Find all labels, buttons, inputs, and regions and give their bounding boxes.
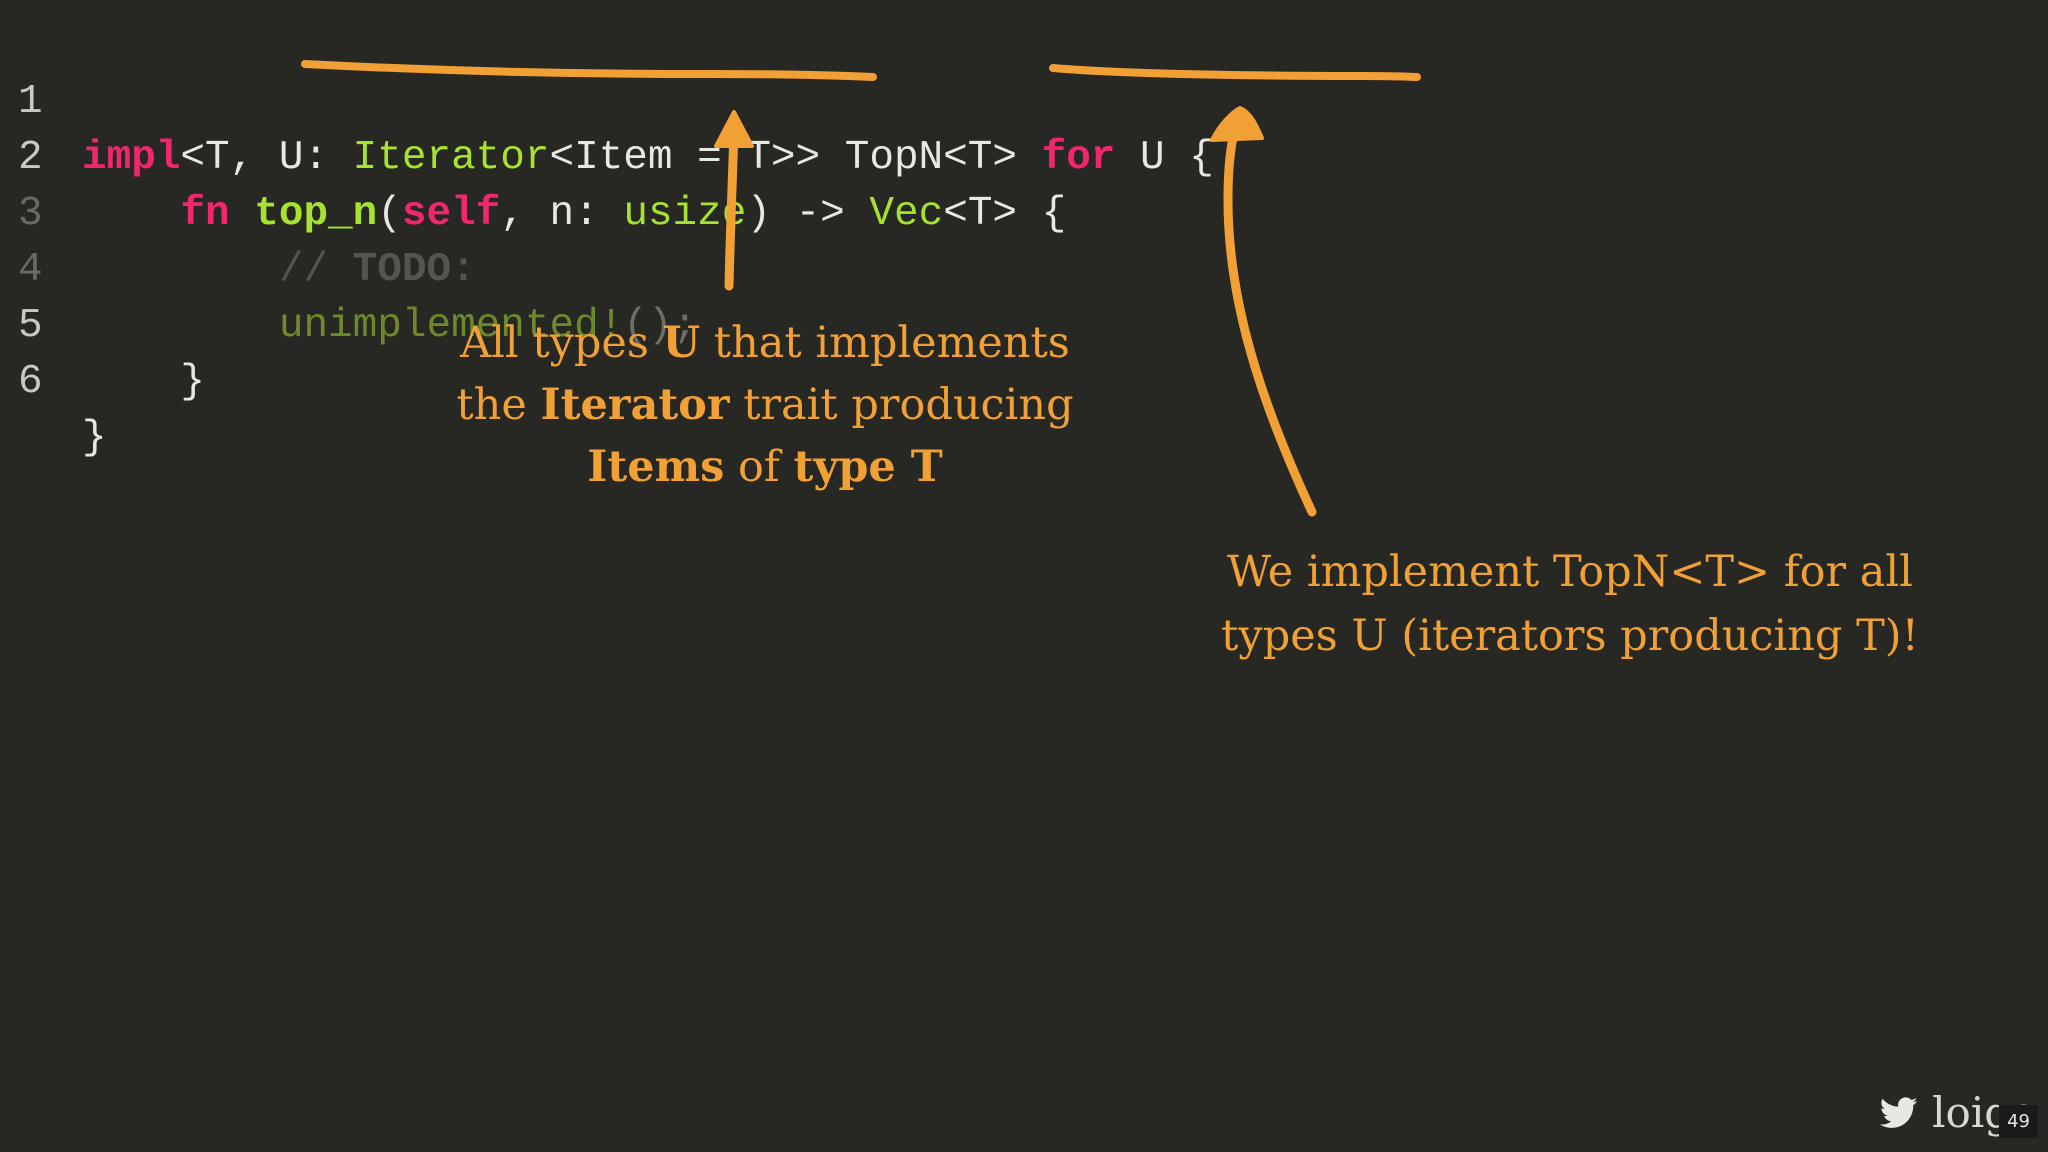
comment-todo: TODO: [352,247,476,293]
line-number: 1 [18,79,43,125]
note-line: Items of type T [440,436,1090,498]
code-content: // TODO: [82,242,476,298]
impl-target: U { [1115,135,1214,181]
function-name: top_n [254,191,378,237]
code-content: unimplemented!(); [82,298,697,354]
note-text: the [456,380,541,430]
code-line-1: 1 impl<T, U: Iterator<Item = T>> TopN<T>… [0,18,2048,181]
note-line: We implement TopN<T> for all [1227,547,1913,597]
line-number: 6 [18,359,43,405]
slide-number: 49 [1999,1105,2038,1138]
note-bold: Iterator [540,380,730,430]
note-text: All types [460,318,663,368]
code-line-3: 3 // TODO: [0,130,2048,293]
keyword-impl: impl [82,135,181,181]
param-n: , n: [500,191,624,237]
code-content: } [82,359,206,405]
return-arrow: ) -> [746,191,870,237]
return-rest: <T> { [943,191,1067,237]
code-content: } [82,415,107,461]
keyword-for: for [1041,135,1116,181]
code-content: fn top_n(self, n: usize) -> Vec<T> { [82,186,1066,242]
paren: ( [377,191,402,237]
note-text: of [724,442,794,492]
code-content: impl<T, U: Iterator<Item = T>> TopN<T> f… [82,130,1214,186]
note-bold: Items [587,442,725,492]
keyword-fn: fn [180,191,230,237]
type-bound-u: U: [278,135,353,181]
type-vec: Vec [869,191,944,237]
line-number: 4 [18,247,43,293]
line-number: 3 [18,191,43,237]
twitter-icon [1880,1097,1918,1128]
annotation-blanket-impl: We implement TopN<T> for all types U (it… [1195,540,1945,668]
generic-params: <T, [180,135,279,181]
annotation-iterator-bound: All types U that implements the Iterator… [440,312,1090,498]
line-number: 5 [18,303,43,349]
code-line-6: 6 } [0,298,2048,461]
note-bold: U [662,318,701,368]
code-line-5: 5 } [0,242,2048,405]
assoc-item: <Item = T>> [549,135,845,181]
code-line-2: 2 fn top_n(self, n: usize) -> Vec<T> { [0,74,2048,237]
keyword-self: self [401,191,501,237]
type-iterator: Iterator [352,135,550,181]
line-number: 2 [18,135,43,181]
note-text: that implements [700,318,1070,368]
comment-slashes: // [278,247,353,293]
code-line-4: 4 unimplemented!(); [0,186,2048,349]
note-line: All types U that implements [440,312,1090,374]
note-bold: type T [793,442,943,492]
type-topn: TopN<T> [844,135,1042,181]
note-line: types U (iterators producing T)! [1221,611,1919,661]
note-text: trait producing [729,380,1074,430]
note-line: the Iterator trait producing [440,374,1090,436]
macro-call: (); [623,303,698,349]
macro-unimplemented: unimplemented! [278,303,624,349]
